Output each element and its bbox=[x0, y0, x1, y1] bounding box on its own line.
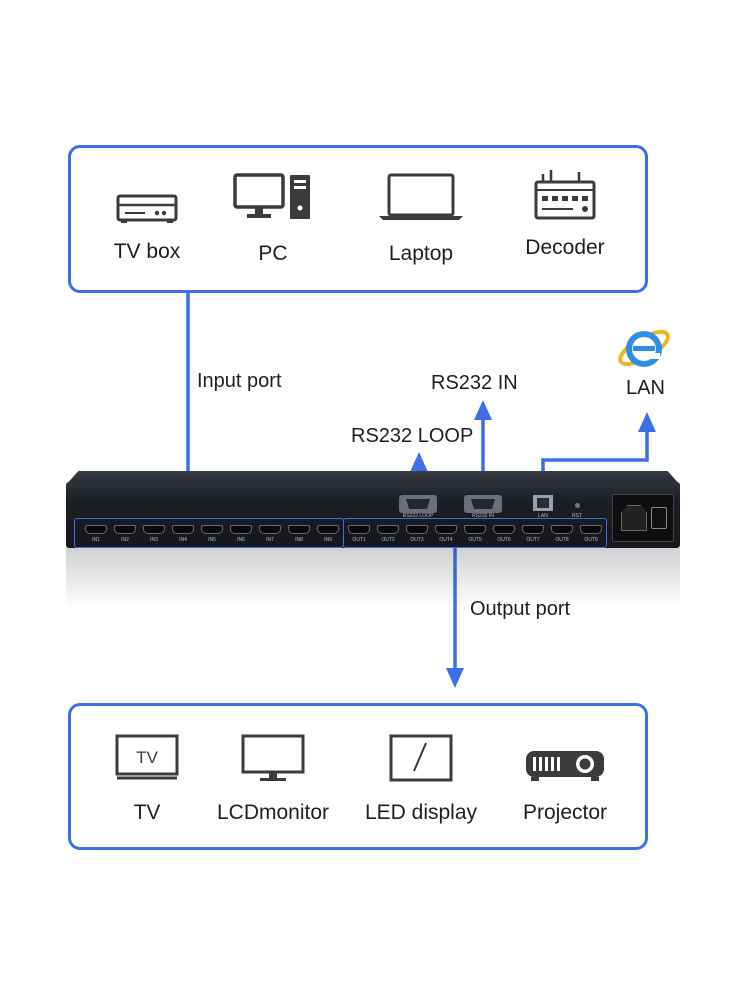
rs232-in-port-icon bbox=[464, 495, 502, 513]
lcd-monitor-icon bbox=[241, 734, 305, 781]
display-label: LCDmonitor bbox=[216, 801, 330, 824]
rs232-in-label: RS232 IN bbox=[431, 372, 518, 394]
hdmi-input-port bbox=[201, 525, 223, 534]
output-port-label: OUT5 bbox=[468, 537, 482, 543]
source-label: Laptop bbox=[388, 242, 454, 265]
hdmi-output-port bbox=[522, 525, 544, 534]
source-label: Decoder bbox=[525, 236, 605, 259]
matrix-unit-reflection bbox=[66, 548, 680, 608]
hdmi-input-port bbox=[230, 525, 252, 534]
led-display-icon bbox=[389, 734, 453, 782]
source-tv-box: TV box bbox=[72, 188, 222, 264]
rs232-loop-label: RS232 LOOP bbox=[351, 425, 474, 447]
display-lcd-monitor: LCDmonitor bbox=[198, 733, 348, 825]
rs232-in-port-label: RS232 IN bbox=[472, 513, 494, 519]
matrix-unit-top bbox=[66, 471, 680, 485]
display-label: LED display bbox=[364, 801, 478, 824]
power-inlet-module bbox=[612, 494, 674, 542]
tv-box-icon bbox=[116, 194, 178, 223]
input-port-label: IN9 bbox=[324, 537, 332, 543]
rst-button-label: RST bbox=[572, 513, 582, 519]
hdmi-output-port bbox=[348, 525, 370, 534]
lan-label: LAN bbox=[626, 377, 665, 399]
rs232-loop-port-label: RS232 LOOP bbox=[402, 513, 434, 519]
input-port-label: IN3 bbox=[150, 537, 158, 543]
display-label: TV bbox=[133, 801, 161, 824]
output-port-label: Output port bbox=[470, 598, 571, 620]
hdmi-input-port bbox=[114, 525, 136, 534]
lan-port-icon bbox=[533, 495, 553, 511]
output-port-label: OUT3 bbox=[410, 537, 424, 543]
hdmi-output-port bbox=[464, 525, 486, 534]
input-port-label: IN1 bbox=[92, 537, 100, 543]
hdmi-input-port bbox=[85, 525, 107, 534]
hdmi-input-port bbox=[143, 525, 165, 534]
internet-explorer-icon bbox=[618, 329, 670, 367]
hdmi-output-port bbox=[406, 525, 428, 534]
hdmi-input-port bbox=[288, 525, 310, 534]
hdmi-input-port bbox=[317, 525, 339, 534]
output-port-label: OUT4 bbox=[439, 537, 453, 543]
input-port-label: IN5 bbox=[208, 537, 216, 543]
input-port-label: IN4 bbox=[179, 537, 187, 543]
output-port-label: OUT1 bbox=[352, 537, 366, 543]
output-port-label: OUT6 bbox=[497, 537, 511, 543]
lan-port-label: LAN bbox=[538, 513, 548, 519]
pc-icon bbox=[233, 173, 310, 219]
power-socket-icon bbox=[621, 505, 647, 531]
input-port-label: IN8 bbox=[295, 537, 303, 543]
tv-icon: TV bbox=[115, 734, 179, 780]
hdmi-output-port bbox=[377, 525, 399, 534]
display-tv: TV TV bbox=[72, 733, 222, 825]
laptop-icon bbox=[379, 173, 463, 220]
output-port-label: OUT9 bbox=[584, 537, 598, 543]
display-led-display: LED display bbox=[346, 733, 496, 825]
hdmi-output-port bbox=[493, 525, 515, 534]
display-projector: Projector bbox=[490, 745, 640, 825]
hdmi-output-port bbox=[580, 525, 602, 534]
input-port-label: IN2 bbox=[121, 537, 129, 543]
decoder-icon bbox=[534, 170, 596, 220]
input-port-label: Input port bbox=[197, 370, 282, 392]
rs232-loop-port-icon bbox=[399, 495, 437, 513]
power-switch-icon bbox=[651, 507, 667, 529]
source-label: TV box bbox=[113, 240, 181, 263]
output-port-group bbox=[343, 518, 607, 548]
source-label: PC bbox=[258, 242, 288, 265]
projector-icon bbox=[526, 751, 604, 781]
matrix-switcher-unit bbox=[66, 482, 680, 548]
hdmi-output-port bbox=[435, 525, 457, 534]
hdmi-output-port bbox=[551, 525, 573, 534]
hdmi-input-port bbox=[172, 525, 194, 534]
input-port-label: IN6 bbox=[237, 537, 245, 543]
output-port-label: OUT2 bbox=[381, 537, 395, 543]
input-port-label: IN7 bbox=[266, 537, 274, 543]
output-port-label: OUT7 bbox=[526, 537, 540, 543]
hdmi-input-port bbox=[259, 525, 281, 534]
source-laptop: Laptop bbox=[346, 172, 496, 266]
source-pc: PC bbox=[198, 172, 348, 266]
rst-button bbox=[575, 503, 580, 508]
output-port-label: OUT8 bbox=[555, 537, 569, 543]
lan-arrow bbox=[541, 428, 649, 478]
source-decoder: Decoder bbox=[490, 166, 640, 260]
tv-icon-text: TV bbox=[136, 748, 158, 767]
display-label: Projector bbox=[522, 801, 608, 824]
